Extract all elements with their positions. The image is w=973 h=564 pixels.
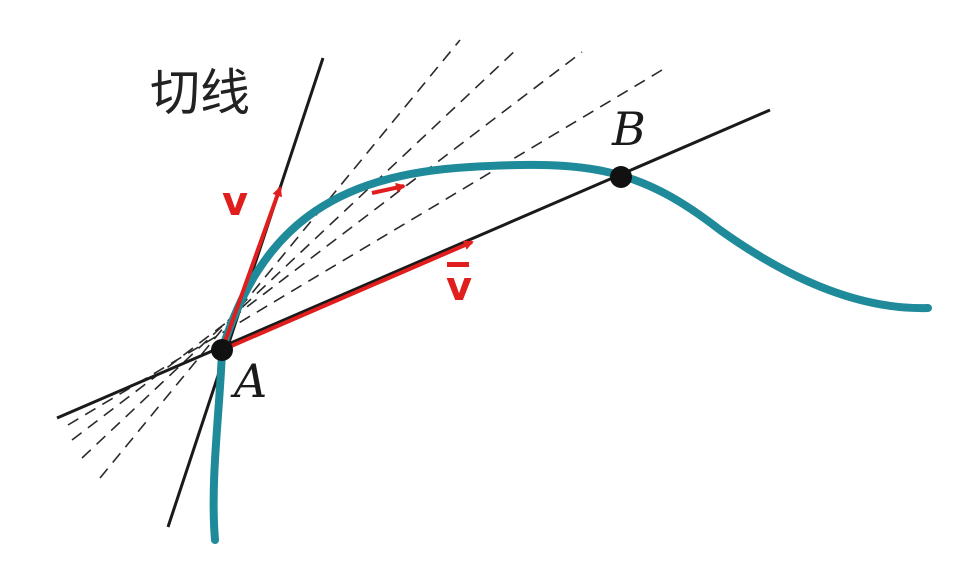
avg-velocity-arrow bbox=[221, 240, 474, 352]
secant-line-ab bbox=[56, 108, 771, 420]
trajectory-curve bbox=[209, 160, 932, 544]
avg-velocity-label-text: v bbox=[446, 264, 472, 310]
secant-dash-1 bbox=[99, 39, 461, 479]
avg-velocity-bar bbox=[447, 262, 469, 267]
secant-dash-2 bbox=[81, 47, 519, 459]
avg-velocity-label: v bbox=[446, 262, 472, 310]
velocity-label: v bbox=[222, 179, 248, 225]
point-a-label: A bbox=[230, 354, 267, 408]
point-b-label: B bbox=[611, 102, 646, 156]
midpoint-arrow bbox=[371, 182, 406, 195]
point-a-dot bbox=[211, 339, 233, 361]
secant-dash-3 bbox=[71, 51, 583, 441]
tangent-label: 切线 bbox=[150, 64, 250, 122]
velocity-arrow bbox=[220, 186, 283, 351]
point-b-dot bbox=[610, 166, 632, 188]
secant-dash-4 bbox=[67, 69, 663, 426]
